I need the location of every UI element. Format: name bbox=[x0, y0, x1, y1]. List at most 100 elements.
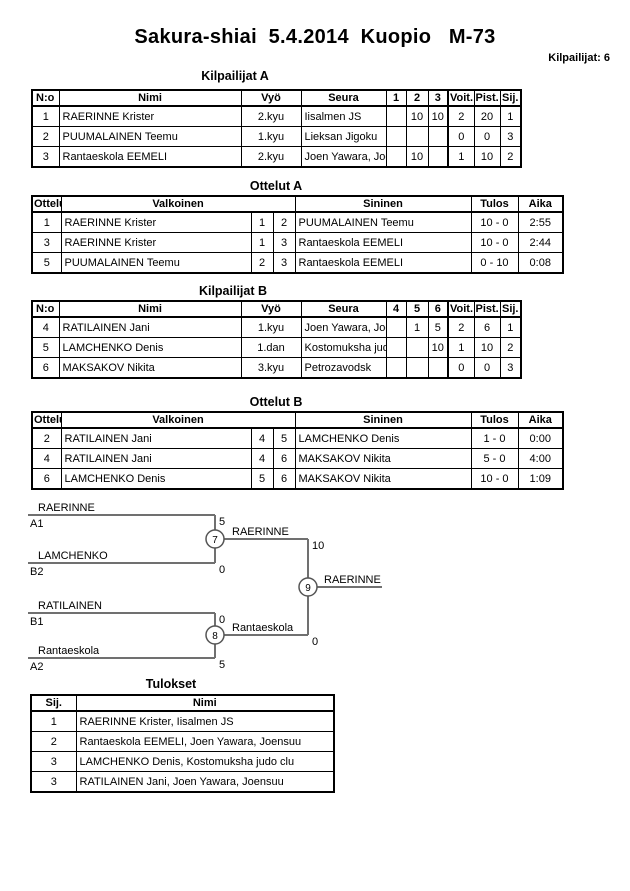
column-header: Pist. bbox=[473, 300, 501, 318]
table-cell: 5 - 0 bbox=[470, 448, 519, 469]
bracket-entry-seed: B1 bbox=[30, 616, 43, 628]
table-cell: 3 bbox=[30, 771, 77, 793]
table-header-row: Ottelu Valkoinen Sininen Tulos Aika bbox=[31, 411, 564, 429]
table-row: 2 PUUMALAINEN Teemu 1.kyu Lieksan Jigoku… bbox=[31, 126, 522, 147]
table-cell: 1 bbox=[447, 337, 475, 358]
table-cell: 4:00 bbox=[517, 448, 564, 469]
column-header: Sij. bbox=[499, 89, 522, 107]
table-cell: 1 bbox=[499, 316, 522, 338]
table-cell: 6 bbox=[473, 316, 501, 338]
table-cell: Rantaeskola EEMELI bbox=[58, 146, 242, 168]
column-header: 5 bbox=[405, 300, 429, 318]
table-cell bbox=[385, 337, 407, 358]
table-row: 2 Rantaeskola EEMELI, Joen Yawara, Joens… bbox=[30, 731, 335, 752]
table-cell: 5 bbox=[272, 427, 296, 449]
table-row: 1 RAERINNE Krister 1 2 PUUMALAINEN Teemu… bbox=[31, 211, 564, 233]
table-cell: LAMCHENKO Denis bbox=[294, 427, 472, 449]
table-cell: 0:08 bbox=[517, 252, 564, 274]
table-cell: 10 - 0 bbox=[470, 211, 519, 233]
column-header: Sij. bbox=[499, 300, 522, 318]
bracket-entry-seed: A1 bbox=[30, 518, 43, 530]
table-header-row: Sij. Nimi bbox=[30, 694, 335, 712]
table-cell: Rantaeskola EEMELI, Joen Yawara, Joensuu bbox=[75, 731, 335, 752]
table-cell bbox=[385, 357, 407, 379]
table-cell: 6 bbox=[31, 468, 62, 490]
table-cell: 10 bbox=[473, 337, 501, 358]
table-cell: Rantaeskola EEMELI bbox=[294, 232, 472, 253]
table-row: 2 RATILAINEN Jani 4 5 LAMCHENKO Denis 1 … bbox=[31, 427, 564, 449]
table-row: 5 PUUMALAINEN Teemu 2 3 Rantaeskola EEME… bbox=[31, 252, 564, 274]
bracket-winner-name: RAERINNE bbox=[232, 526, 289, 538]
table-row: 1 RAERINNE Krister 2.kyu Iisalmen JS 10 … bbox=[31, 105, 522, 127]
table-cell: RAERINNE Krister, Iisalmen JS bbox=[75, 710, 335, 732]
table-cell: 0 bbox=[473, 357, 501, 379]
table-cell: 10 bbox=[427, 337, 449, 358]
bracket-winner-name: Rantaeskola bbox=[232, 622, 294, 634]
bracket-entry-score: 0 bbox=[219, 564, 225, 576]
table-cell: 1 bbox=[499, 105, 522, 127]
table-cell: 10 bbox=[427, 105, 449, 127]
participants-count: Kilpailijat: 6 bbox=[548, 52, 610, 64]
column-header: Vyö bbox=[240, 300, 302, 318]
column-header: Tulos bbox=[470, 195, 519, 213]
table-row: 6 MAKSAKOV Nikita 3.kyu Petrozavodsk 0 0… bbox=[31, 357, 522, 379]
table-cell: 1.kyu bbox=[240, 126, 302, 147]
ottelut-a-table: Ottelu Valkoinen Sininen Tulos Aika 1 RA… bbox=[31, 195, 564, 274]
column-header: Vyö bbox=[240, 89, 302, 107]
bracket-entry-seed: B2 bbox=[30, 566, 43, 578]
table-cell: 10 - 0 bbox=[470, 232, 519, 253]
column-header: 4 bbox=[385, 300, 407, 318]
table-cell: 10 bbox=[473, 146, 501, 168]
bracket-entry-score: 5 bbox=[219, 516, 225, 528]
bracket-entry-name: LAMCHENKO bbox=[38, 550, 108, 562]
table-cell: Rantaeskola EEMELI bbox=[294, 252, 472, 274]
table-header-row: N:o Nimi Vyö Seura 4 5 6 Voit. Pist. Sij… bbox=[31, 300, 522, 318]
table-cell: 6 bbox=[272, 468, 296, 490]
table-row: 4 RATILAINEN Jani 1.kyu Joen Yawara, Joe… bbox=[31, 316, 522, 338]
table-cell: Kostomuksha judo clu bbox=[300, 337, 387, 358]
table-cell: 1 bbox=[31, 105, 60, 127]
bracket-entry-name: RATILAINEN bbox=[38, 600, 102, 612]
match-number-circle bbox=[205, 625, 225, 645]
table-cell: 1 bbox=[250, 211, 274, 233]
table-header-row: N:o Nimi Vyö Seura 1 2 3 Voit. Pist. Sij… bbox=[31, 89, 522, 107]
table-cell: 4 bbox=[250, 427, 274, 449]
table-cell: 2 bbox=[30, 731, 77, 752]
table-cell: RATILAINEN Jani, Joen Yawara, Joensuu bbox=[75, 771, 335, 793]
column-header: 6 bbox=[427, 300, 449, 318]
column-header: Voit. bbox=[447, 300, 475, 318]
table-cell: 3.kyu bbox=[240, 357, 302, 379]
table-cell: MAKSAKOV Nikita bbox=[58, 357, 242, 379]
table-row: 3 RAERINNE Krister 1 3 Rantaeskola EEMEL… bbox=[31, 232, 564, 253]
table-cell: 3 bbox=[272, 252, 296, 274]
ottelut-b-table: Ottelu Valkoinen Sininen Tulos Aika 2 RA… bbox=[31, 411, 564, 490]
table-cell: 2 bbox=[447, 105, 475, 127]
table-cell: 4 bbox=[31, 316, 60, 338]
column-header: 3 bbox=[427, 89, 449, 107]
table-row: 1 RAERINNE Krister, Iisalmen JS bbox=[30, 710, 335, 732]
table-cell: 2 bbox=[499, 337, 522, 358]
table-cell: 3 bbox=[272, 232, 296, 253]
column-header: Seura bbox=[300, 300, 387, 318]
table-cell: PUUMALAINEN Teemu bbox=[58, 126, 242, 147]
column-header: Ottelu bbox=[31, 411, 62, 429]
column-header: Nimi bbox=[58, 300, 242, 318]
table-cell bbox=[385, 105, 407, 127]
table-cell: LAMCHENKO Denis bbox=[60, 468, 252, 490]
table-cell: 0 bbox=[447, 126, 475, 147]
table-cell: RAERINNE Krister bbox=[60, 211, 252, 233]
table-cell: 5 bbox=[427, 316, 449, 338]
table-cell: 3 bbox=[31, 146, 60, 168]
table-cell bbox=[427, 357, 449, 379]
table-cell: PUUMALAINEN Teemu bbox=[60, 252, 252, 274]
bracket-winner-score: 0 bbox=[312, 636, 318, 648]
column-header: Pist. bbox=[473, 89, 501, 107]
table-cell: 1.kyu bbox=[240, 316, 302, 338]
bracket-diagram: 7 8 9 RAERINNE A1 5 LAMCHENKO B2 0 RATIL… bbox=[28, 502, 382, 673]
table-cell: 2 bbox=[499, 146, 522, 168]
table-cell: 1 - 0 bbox=[470, 427, 519, 449]
table-cell: 3 bbox=[30, 751, 77, 772]
column-header: N:o bbox=[31, 300, 60, 318]
column-header: Nimi bbox=[75, 694, 335, 712]
